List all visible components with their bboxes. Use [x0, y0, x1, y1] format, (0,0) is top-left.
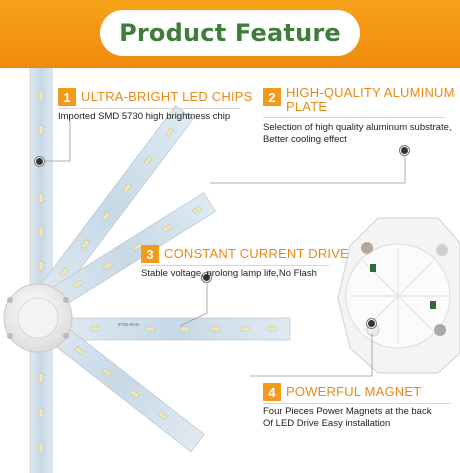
feature-title-line: PLATE [286, 99, 328, 114]
feature-2-divider [263, 117, 445, 118]
magnet-icon [361, 242, 373, 254]
pointer-dot-1 [35, 157, 44, 166]
feature-2-description: Selection of high quality aluminum subst… [263, 122, 452, 146]
description-line: Four Pieces Power Magnets at the back [263, 406, 432, 417]
product-illustration: 5730-8mm [3, 67, 460, 473]
leader-lines [40, 121, 406, 377]
feature-title: POWERFUL MAGNET [286, 384, 422, 399]
feature-title: HIGH-QUALITY ALUMINUM PLATE [286, 86, 455, 114]
pointer-dot-3 [202, 273, 211, 282]
terminal-icon [430, 301, 436, 309]
feature-2-heading: 2 HIGH-QUALITY ALUMINUM PLATE [263, 86, 455, 116]
strip-label: 5730-8mm [118, 322, 140, 327]
terminal-icon [370, 264, 376, 272]
title-pill: Product Feature [100, 10, 360, 56]
product-scene: 5730-8mm [0, 67, 460, 473]
led-strip-vertical-lower [29, 347, 53, 473]
description-line: Of LED Drive Easy installation [263, 418, 391, 429]
feature-title-line: HIGH-QUALITY ALUMINUM [286, 85, 455, 100]
description-line: Better cooling effect [263, 134, 347, 145]
magnet-icon [434, 324, 446, 336]
feature-4-divider [263, 403, 451, 404]
led-strip-horizontal: 5730-8mm [59, 317, 291, 341]
feature-1-heading: 1 ULTRA-BRIGHT LED CHIPS [58, 86, 253, 108]
description-line: Selection of high quality aluminum subst… [263, 122, 452, 133]
feature-3-divider [141, 265, 329, 266]
feature-1-description: Imported SMD 5730 high brightness chip [58, 111, 231, 122]
feature-3-description: Stable voltage, prolong lamp life,No Fla… [141, 268, 317, 279]
feature-3-heading: 3 CONSTANT CURRENT DRIVE [141, 243, 349, 265]
feature-4-heading: 4 POWERFUL MAGNET [263, 381, 421, 403]
feature-4-description: Four Pieces Power Magnets at the back Of… [263, 406, 431, 430]
header-banner: Product Feature [0, 0, 460, 68]
feature-number-badge: 3 [141, 245, 159, 263]
feature-1-divider [58, 108, 240, 109]
feature-number-badge: 2 [263, 88, 281, 106]
pointer-dot-2 [400, 146, 409, 155]
page-title: Product Feature [119, 19, 341, 47]
central-hub [3, 283, 73, 353]
magnet-icon [436, 244, 448, 256]
led-driver [337, 217, 460, 374]
feature-title: CONSTANT CURRENT DRIVE [164, 246, 349, 261]
feature-title: ULTRA-BRIGHT LED CHIPS [81, 89, 253, 104]
pointer-dot-4 [367, 319, 376, 328]
led-strip-vertical [29, 67, 53, 309]
feature-number-badge: 1 [58, 88, 76, 106]
feature-number-badge: 4 [263, 383, 281, 401]
